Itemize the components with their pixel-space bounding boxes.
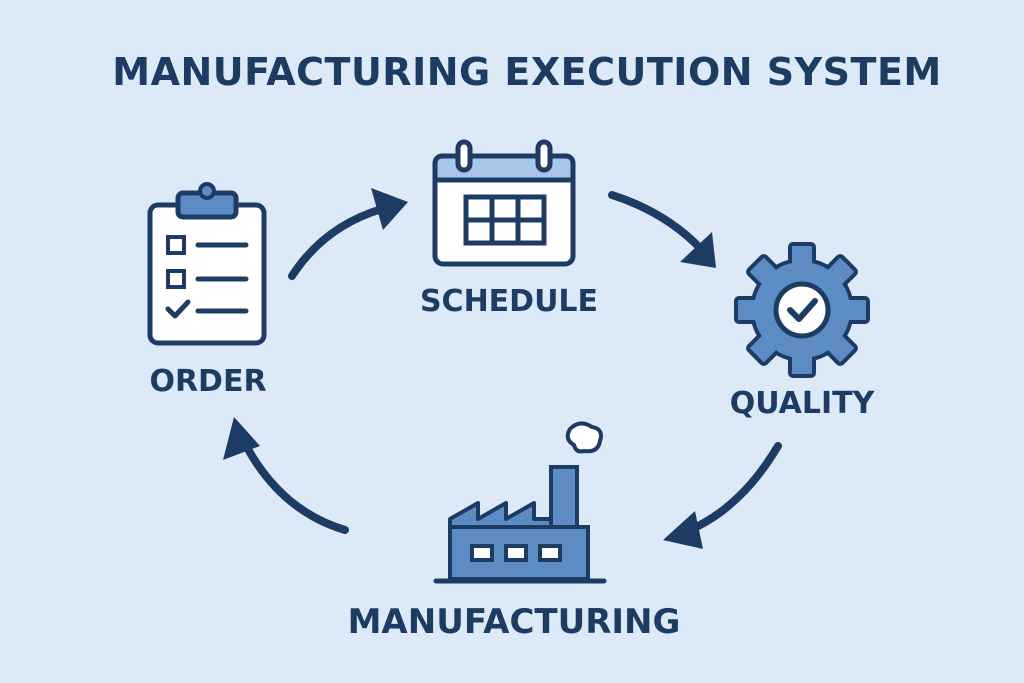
schedule-node-icon: [432, 139, 578, 272]
node-label-manufacturing: MANUFACTURING: [347, 602, 681, 642]
node-label-schedule: SCHEDULE: [419, 284, 599, 319]
diagram-title: MANUFACTURING EXECUTION SYSTEM: [112, 50, 942, 94]
factory-icon: [433, 421, 607, 584]
node-label-order: ORDER: [149, 364, 267, 399]
node-label-quality: QUALITY: [729, 386, 875, 421]
arrow-schedule-to-quality: [608, 191, 716, 268]
arrow-order-to-schedule: [288, 188, 408, 280]
gear-check-icon: [734, 242, 870, 378]
arrow-quality-to-manufacturing: [663, 442, 782, 549]
calendar-icon: [432, 139, 576, 267]
quality-node-icon: [732, 240, 872, 384]
manufacturing-node-icon: [433, 415, 607, 591]
order-node-icon: [147, 182, 268, 349]
clipboard-checklist-icon: [147, 182, 267, 346]
arrow-manufacturing-to-order: [223, 417, 349, 534]
